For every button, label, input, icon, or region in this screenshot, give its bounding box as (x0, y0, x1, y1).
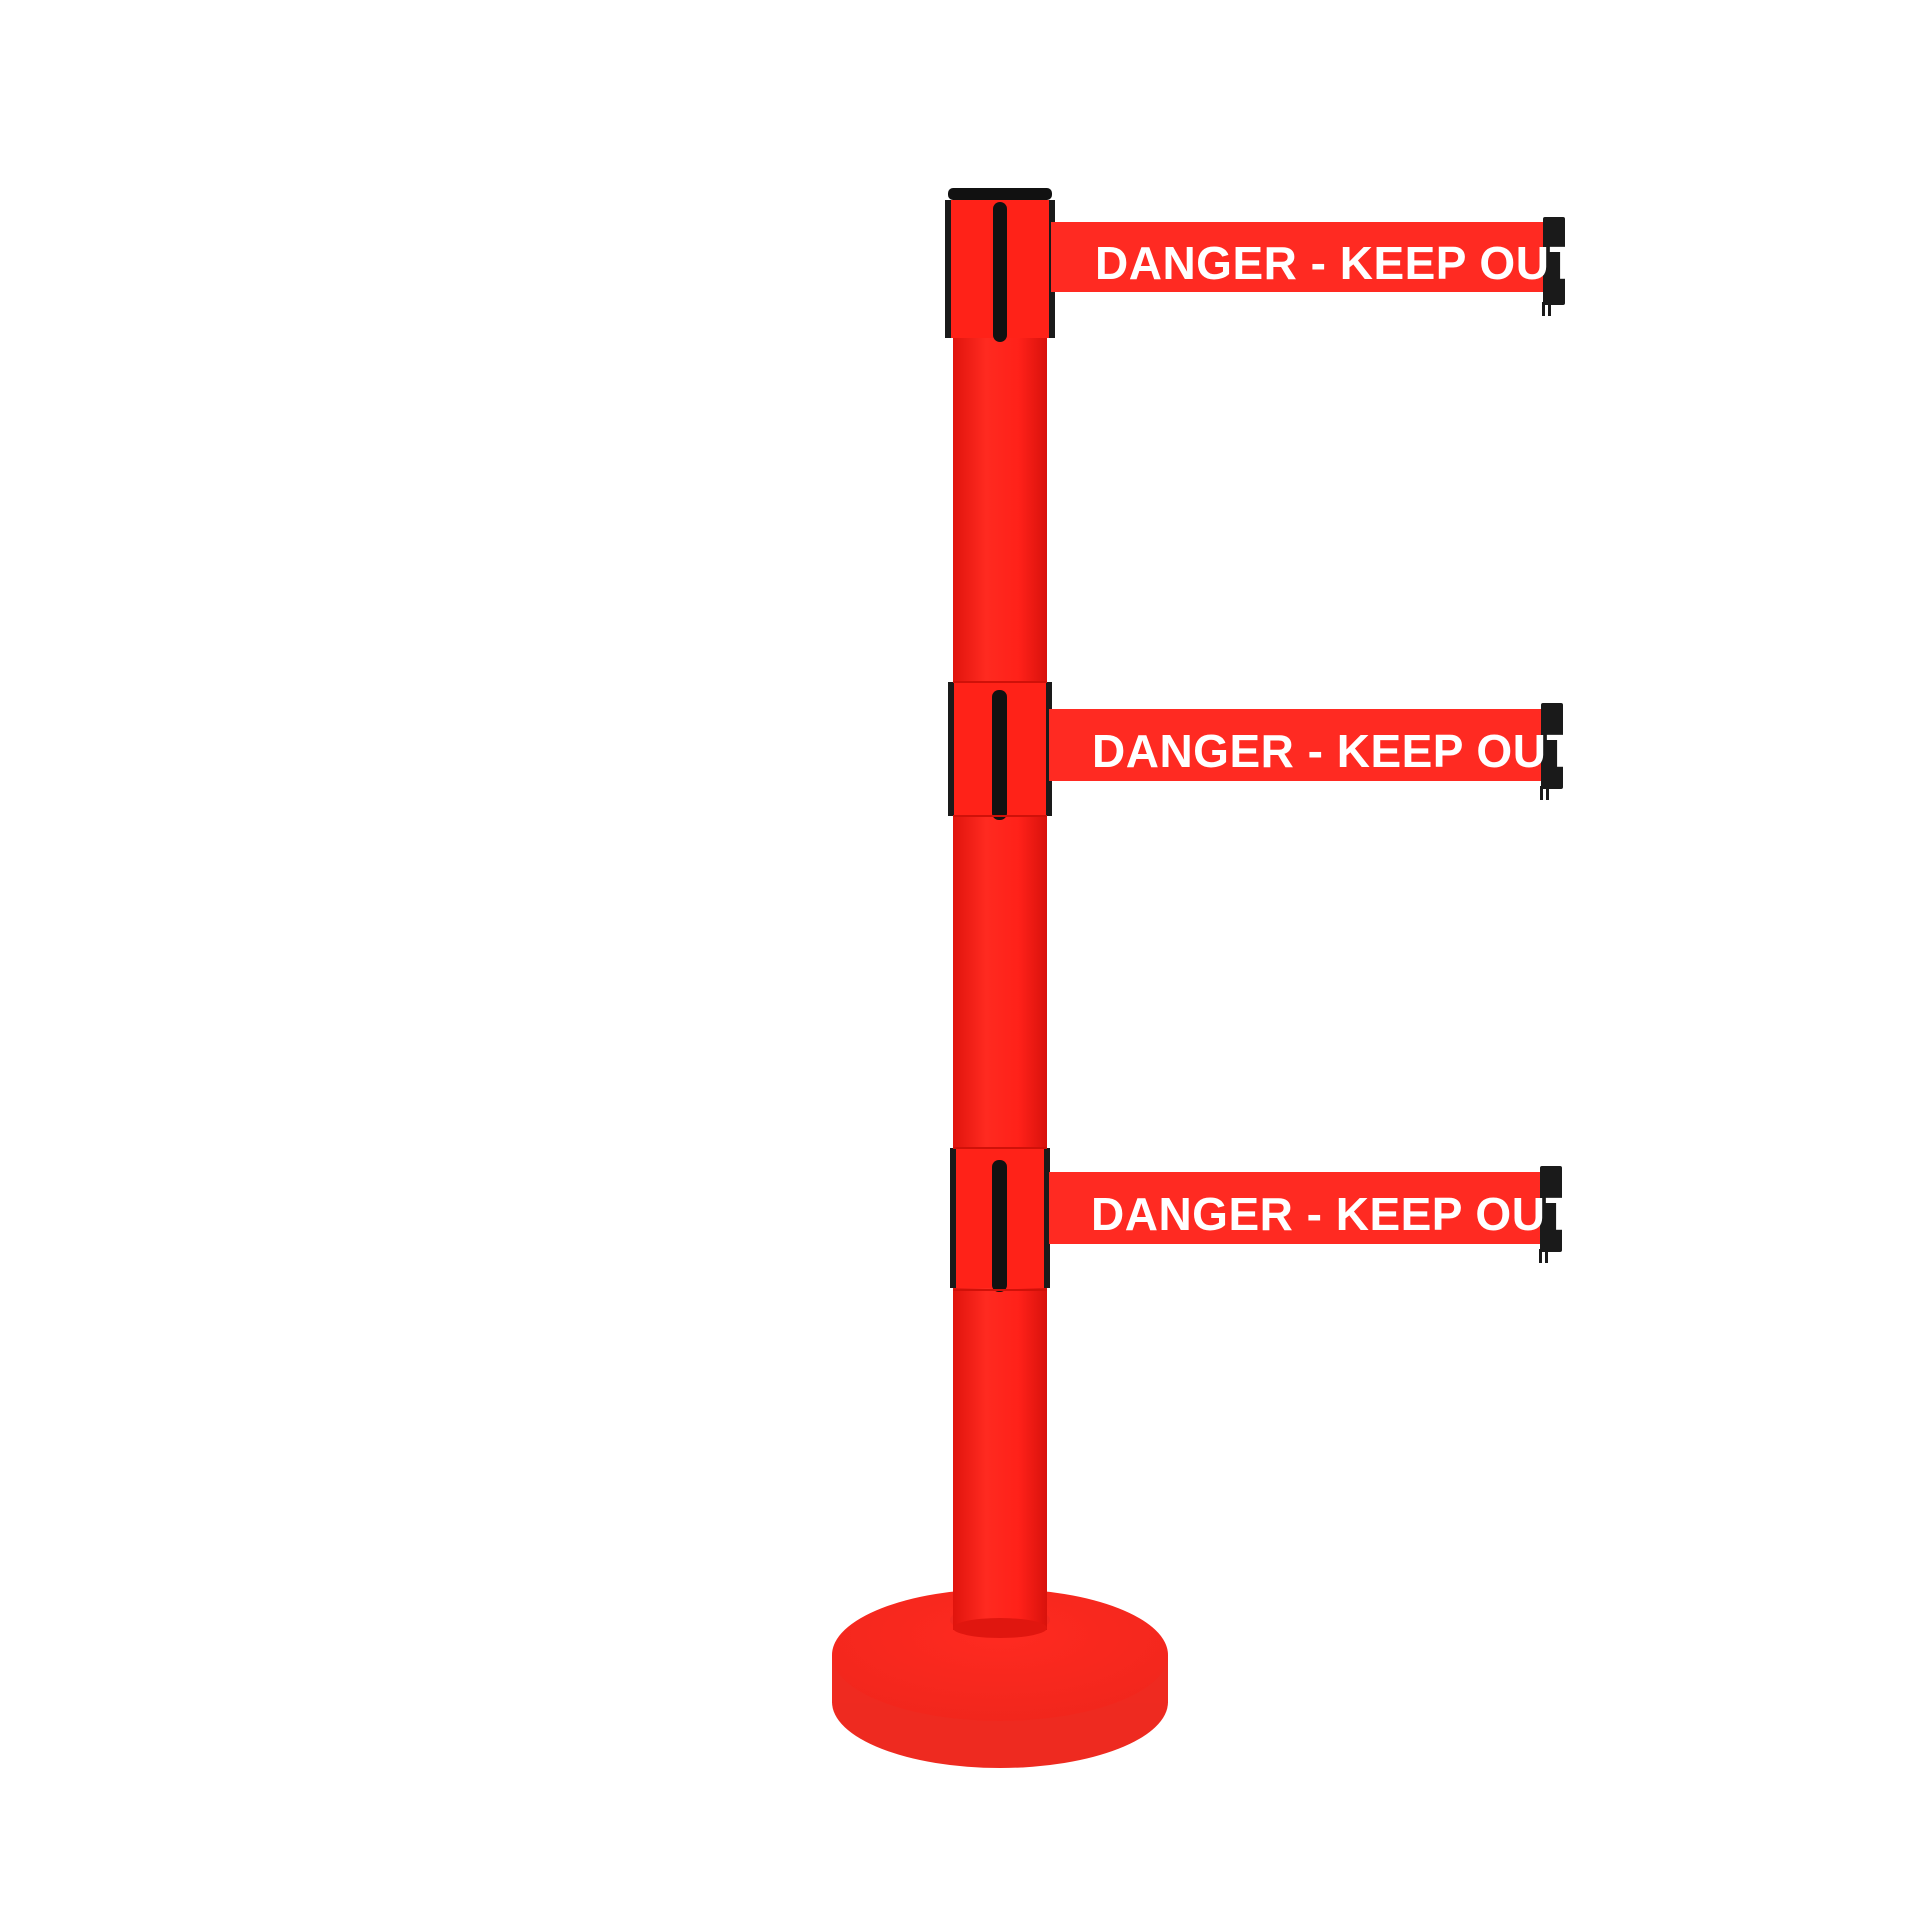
post-top-cap (945, 188, 1055, 342)
belt-end-clip[interactable] (1540, 1166, 1562, 1252)
belt-end-clip[interactable] (1543, 217, 1565, 305)
belt-label-top: DANGER - KEEP OUT (1095, 237, 1579, 289)
belt-label-bottom: DANGER - KEEP OUT (1091, 1188, 1575, 1240)
post-lower-cassette (950, 1147, 1050, 1292)
belt-middle[interactable] (1049, 703, 1563, 800)
belt-top[interactable] (1051, 217, 1565, 316)
belt-label-middle: DANGER - KEEP OUT (1092, 725, 1576, 777)
post-middle-cassette (948, 681, 1052, 820)
post-shaft (953, 200, 1047, 1638)
post-base (832, 1589, 1168, 1768)
belt-end-clip[interactable] (1541, 703, 1563, 789)
belt-bottom[interactable] (1049, 1166, 1562, 1263)
